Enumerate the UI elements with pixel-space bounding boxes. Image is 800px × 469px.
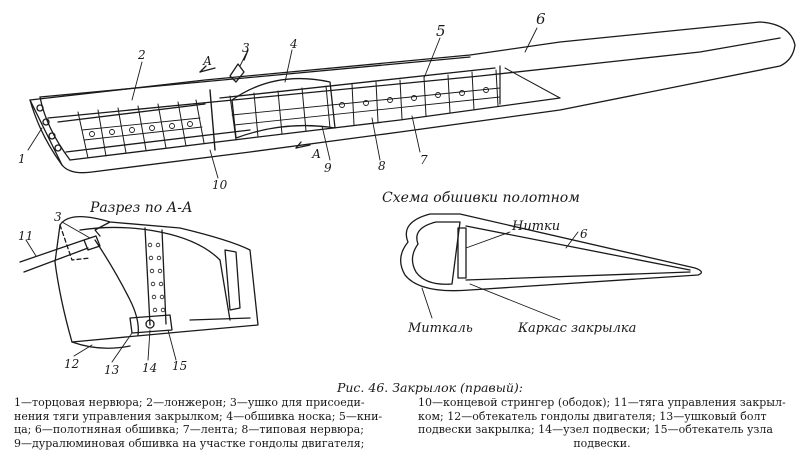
callout-14: 14 xyxy=(142,361,157,375)
section-title: Разрез по А-А xyxy=(89,200,193,216)
covering-callout-6: 6 xyxy=(580,227,588,241)
callout-6: 6 xyxy=(536,10,546,28)
caption-line: 10—концевой стрингер (ободок); 11—тяга у… xyxy=(418,396,786,409)
callout-1: 1 xyxy=(18,152,26,166)
covering-title: Схема обшивки полотном xyxy=(382,190,580,206)
callout-15: 15 xyxy=(172,359,187,373)
caption-line: подвески закрылка; 14—узел подвески; 15—… xyxy=(418,423,773,436)
caption-legend-right: 10—концевой стрингер (ободок); 11—тяга у… xyxy=(418,396,786,450)
caption-line: 9—дуралюминовая обшивка на участке гондо… xyxy=(14,436,365,450)
callout-9: 9 xyxy=(324,161,332,175)
threads-label: Нитки xyxy=(511,219,560,234)
callout-8: 8 xyxy=(378,159,386,173)
caption-line: подвески. xyxy=(573,436,631,450)
covering-scheme-view xyxy=(400,213,702,292)
section-mark-top: А xyxy=(202,54,212,68)
callout-13: 13 xyxy=(104,363,120,377)
callout-12: 12 xyxy=(64,357,79,371)
caption-legend-left: 1—торцовая нервюра; 2—лонжерон; 3—ушко д… xyxy=(14,396,409,450)
callout-7: 7 xyxy=(420,153,428,167)
callout-11: 11 xyxy=(18,229,33,243)
callout-labels: 1 2 3 4 5 6 7 8 9 10 А А Разрез по А-А 3… xyxy=(18,10,636,377)
cloth-label: Миткаль xyxy=(407,321,473,336)
frame-label: Каркас закрылка xyxy=(517,321,636,336)
callout-5: 5 xyxy=(436,22,446,40)
section-callout-3: 3 xyxy=(54,210,62,224)
callout-2: 2 xyxy=(137,48,146,62)
callout-3: 3 xyxy=(242,41,250,55)
caption-line: ком; 12—обтекатель гондолы двигателя; 13… xyxy=(418,409,767,423)
callout-leaders-covering xyxy=(421,231,579,321)
caption-line: ца; 6—полотняная обшивка; 7—лента; 8—тип… xyxy=(14,423,364,436)
caption-title: Рис. 46. Закрылок (правый): xyxy=(336,380,524,395)
callout-leaders-section xyxy=(25,221,177,363)
section-mark-bottom: А xyxy=(311,147,321,161)
flap-perspective-view xyxy=(29,21,796,174)
callout-10: 10 xyxy=(212,178,228,192)
caption-line: 1—торцовая нервюра; 2—лонжерон; 3—ушко д… xyxy=(14,396,365,409)
caption-line: нения тяги управления закрылком; 4—обшив… xyxy=(14,409,383,423)
callout-leaders-main xyxy=(27,27,538,179)
section-a-a-view xyxy=(19,216,259,349)
callout-4: 4 xyxy=(289,37,298,51)
